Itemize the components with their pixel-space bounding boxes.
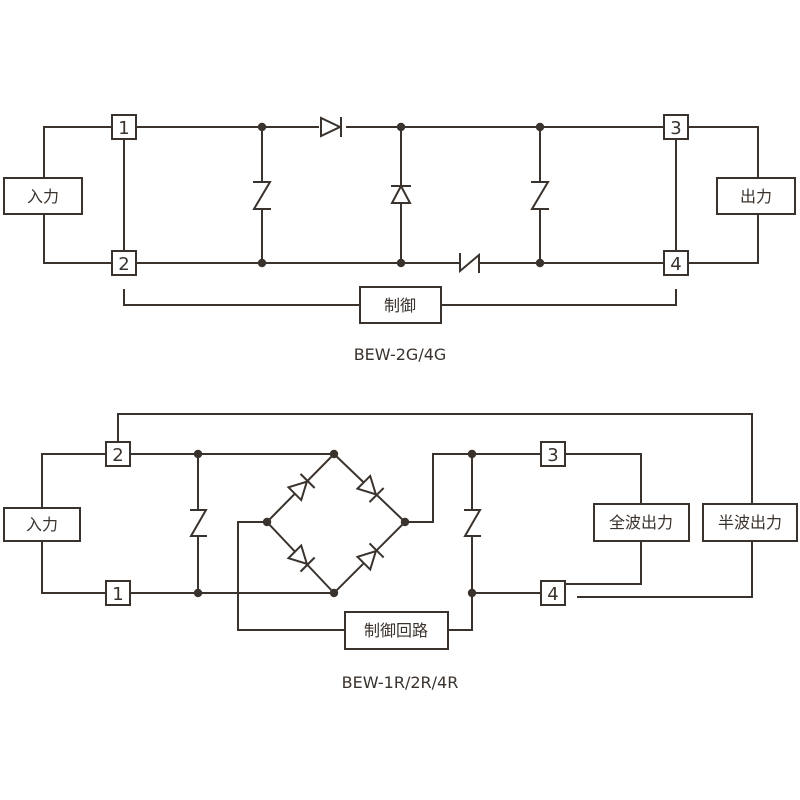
- terminal-label-2: 2: [118, 254, 129, 275]
- terminal-label-3: 3: [670, 118, 681, 139]
- junction-dot: [329, 588, 339, 598]
- junction-dot: [535, 122, 545, 132]
- bridge-negative-wire: [237, 521, 345, 631]
- terminal-label-3: 3: [547, 445, 558, 466]
- terminal-label-1: 1: [112, 584, 123, 605]
- junction-dot: [262, 517, 272, 527]
- control-circuit-label-box: [344, 611, 449, 650]
- input-loop-wire: [41, 453, 106, 594]
- terminal-box-4: [540, 580, 566, 606]
- terminal-box-3: [663, 114, 689, 140]
- junction-dot: [257, 258, 267, 268]
- junction-dot: [329, 449, 339, 459]
- bridge-diode-top-left: [286, 473, 316, 502]
- control-circuit-label: 制御回路: [364, 621, 428, 640]
- terminal-box-2: [111, 250, 137, 276]
- terminal-label-4: 4: [670, 254, 681, 275]
- zener-symbol-1: [252, 181, 272, 210]
- output-label: 出力: [740, 187, 772, 206]
- terminal-label-4: 4: [547, 584, 558, 605]
- control-bracket-wire: [123, 289, 677, 306]
- diode-series: [320, 116, 343, 138]
- terminal-box-2: [105, 441, 131, 467]
- junction-dot: [257, 122, 267, 132]
- diagram-bew-1r-2r-4r: 2 1 3 4 入力 全波出力 半波出力 制御回路 BEW-1R/2R/4R: [3, 413, 798, 692]
- input-label-box: [3, 177, 83, 215]
- zener-symbol-output: [463, 509, 482, 537]
- input-label-box: [3, 507, 81, 542]
- diagram-caption: BEW-2G/4G: [354, 345, 447, 364]
- diagram-caption: BEW-1R/2R/4R: [342, 673, 459, 692]
- half-wave-bottom-wire: [577, 540, 753, 598]
- bridge-diode-top-right: [355, 474, 385, 503]
- terminal-box-3: [540, 441, 566, 467]
- junction-dot: [467, 588, 477, 598]
- control-right-wire: [448, 593, 473, 631]
- terminal-box-4: [663, 250, 689, 276]
- terminal-label-1: 1: [118, 118, 129, 139]
- junction-dot: [400, 517, 410, 527]
- diode-vertical: [390, 183, 412, 204]
- bridge-diode-bottom-right: [355, 542, 385, 572]
- junction-dot: [467, 449, 477, 459]
- output-loop-wire: [688, 126, 759, 264]
- junction-dot: [193, 449, 203, 459]
- terminal-box-1: [111, 114, 137, 140]
- input-loop-wire: [43, 126, 112, 264]
- half-wave-label-box: [702, 503, 798, 542]
- half-wave-top-wire: [117, 413, 753, 504]
- bridge-output-wire: [405, 453, 541, 523]
- half-wave-label: 半波出力: [718, 513, 782, 532]
- junction-dot: [396, 122, 406, 132]
- diagram-bew-2g-4g: 1 2 3 4 入力 出力 制御 BEW-2G/4G: [3, 114, 796, 364]
- bridge-edges: [265, 452, 407, 595]
- junction-dot: [193, 588, 203, 598]
- full-wave-loop-wire: [565, 453, 642, 585]
- junction-dot: [396, 258, 406, 268]
- terminal-box-1: [105, 580, 131, 606]
- full-wave-label-box: [593, 503, 690, 542]
- terminal-label-2: 2: [112, 445, 123, 466]
- input-label: 入力: [27, 187, 59, 206]
- control-label: 制御: [384, 296, 416, 315]
- zener-symbol-input: [189, 509, 208, 537]
- zener-symbol-3: [530, 181, 550, 210]
- output-label-box: [716, 177, 796, 215]
- junction-dot: [535, 258, 545, 268]
- full-wave-label: 全波出力: [609, 513, 673, 532]
- bridge-diode-bottom-left: [286, 543, 316, 573]
- input-label: 入力: [26, 515, 58, 534]
- zener-horizontal: [459, 252, 480, 274]
- control-label-box: [359, 286, 442, 324]
